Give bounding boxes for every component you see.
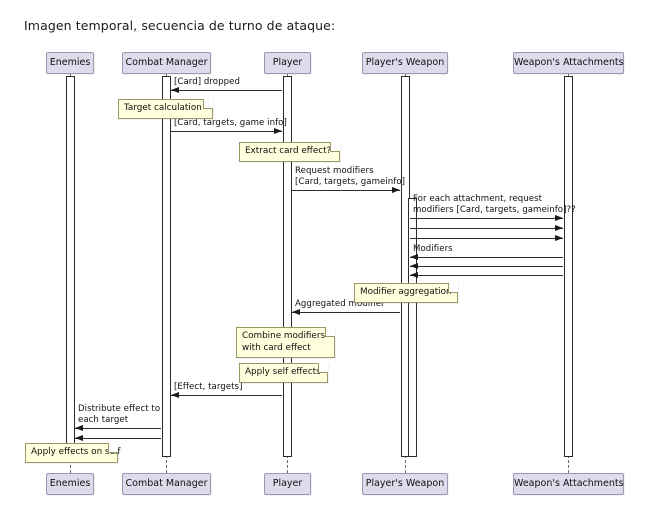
note-fold-corner — [108, 443, 118, 453]
message-label-m12: Distribute effect to each target — [78, 404, 161, 425]
note-fold-corner — [330, 142, 340, 152]
note-n4: Combine modifiers with card effect — [236, 327, 335, 358]
message-arrowhead-m9 — [410, 272, 418, 278]
activation-bar-a-combat — [162, 76, 171, 457]
note-fold-corner — [448, 283, 458, 293]
message-arrowhead-m2 — [274, 128, 282, 134]
note-n6: Apply effects on self — [25, 443, 120, 463]
message-label-m1: [Card] dropped — [174, 77, 240, 87]
message-line-m11 — [171, 395, 282, 396]
message-arrowhead-m7 — [410, 254, 418, 260]
footer-actor-combat[interactable]: Combat Manager — [122, 473, 211, 495]
message-label-m7: Modifiers — [413, 244, 453, 254]
message-line-m12 — [75, 428, 161, 429]
message-arrowhead-m11 — [171, 392, 179, 398]
footer-actor-player[interactable]: Player — [264, 473, 311, 495]
activation-bar-a-enemies — [66, 76, 75, 457]
message-line-m1 — [171, 90, 282, 91]
activation-bar-a-attachments — [564, 76, 573, 457]
message-arrowhead-m6 — [555, 235, 563, 241]
message-line-m7 — [410, 257, 563, 258]
message-line-m8 — [410, 266, 563, 267]
message-label-m2: [Card, targets, game info] — [174, 118, 287, 128]
message-line-m6 — [410, 238, 563, 239]
footer-actor-attachments[interactable]: Weapon's Attachments — [513, 473, 624, 495]
message-arrowhead-m3 — [392, 187, 400, 193]
note-fold-corner — [325, 327, 335, 337]
message-line-m5 — [410, 228, 563, 229]
message-arrowhead-m1 — [171, 87, 179, 93]
header-actor-enemies[interactable]: Enemies — [46, 52, 94, 74]
message-line-m2 — [171, 131, 282, 132]
header-actor-attachments[interactable]: Weapon's Attachments — [513, 52, 624, 74]
activation-bar-a-weapon2 — [408, 198, 417, 457]
note-n1: Target calculation — [118, 99, 213, 119]
message-label-m11: [Effect, targets] — [174, 382, 243, 392]
header-actor-weapon[interactable]: Player's Weapon — [362, 52, 448, 74]
activation-bar-a-player — [283, 76, 292, 457]
message-line-m3 — [292, 190, 400, 191]
header-actor-player[interactable]: Player — [264, 52, 311, 74]
message-arrowhead-m10 — [292, 309, 300, 315]
note-fold-corner — [203, 99, 213, 109]
footer-actor-weapon[interactable]: Player's Weapon — [362, 473, 448, 495]
message-line-m13 — [75, 438, 161, 439]
message-label-m10: Aggregated modifier — [295, 299, 385, 309]
footer-actor-enemies[interactable]: Enemies — [46, 473, 94, 495]
note-n5: Apply self effects — [239, 363, 328, 383]
note-fold-corner — [318, 363, 328, 373]
message-line-m4 — [410, 218, 563, 219]
message-line-m10 — [292, 312, 400, 313]
message-arrowhead-m4 — [555, 215, 563, 221]
note-n3: Modifier aggregation — [354, 283, 458, 303]
message-arrowhead-m5 — [555, 225, 563, 231]
note-n2: Extract card effect? — [239, 142, 340, 162]
page-title: Imagen temporal, secuencia de turno de a… — [24, 18, 336, 33]
message-arrowhead-m8 — [410, 263, 418, 269]
message-label-m4: For each attachment, request modifiers [… — [413, 194, 576, 215]
message-line-m9 — [410, 275, 563, 276]
header-actor-combat[interactable]: Combat Manager — [122, 52, 211, 74]
message-arrowhead-m12 — [75, 425, 83, 431]
message-label-m3: Request modifiers [Card, targets, gamein… — [295, 166, 406, 187]
message-arrowhead-m13 — [75, 435, 83, 441]
